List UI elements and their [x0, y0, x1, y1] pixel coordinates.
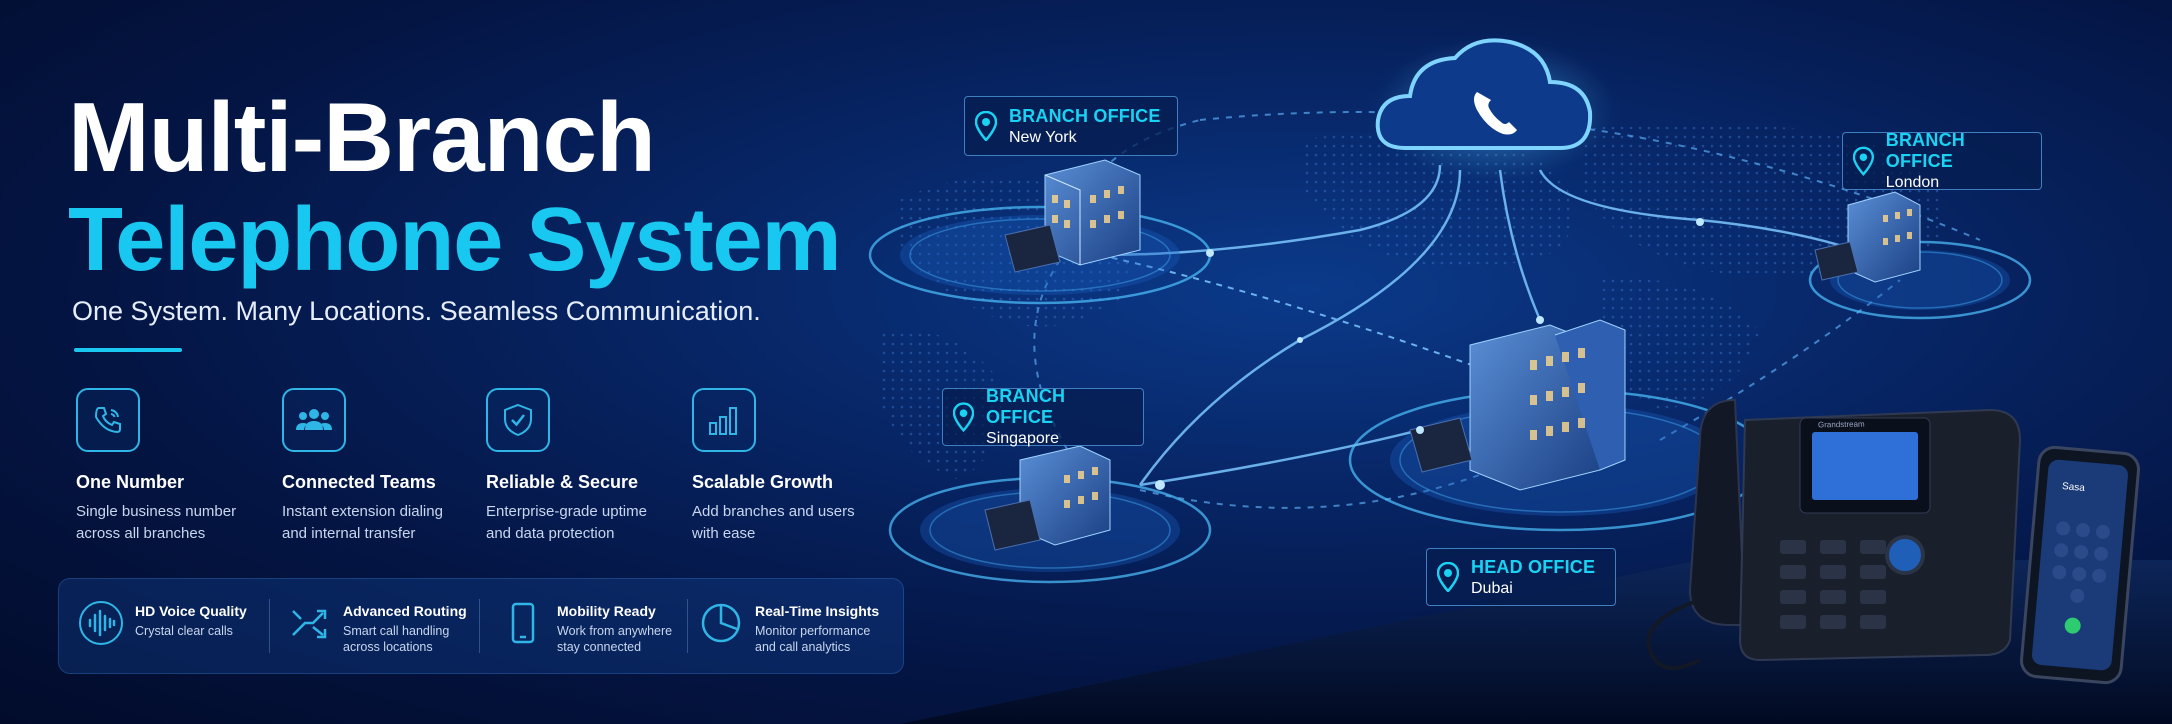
- location-type: HEAD OFFICE: [1471, 556, 1596, 577]
- building-london: [1847, 191, 1921, 283]
- sparkle-points: [1155, 218, 1704, 490]
- desk-phone: [1646, 398, 2022, 670]
- feature-title: Reliable & Secure: [486, 472, 639, 492]
- location-city: London: [1885, 174, 1940, 191]
- divider: [479, 599, 480, 653]
- location-city: Dubai: [1471, 579, 1513, 597]
- team-icon: [282, 388, 346, 452]
- building-dubai: [1469, 319, 1626, 491]
- location-label-new-york: BRANCH OFFICE New York: [964, 96, 1178, 156]
- location-type: BRANCH OFFICE: [1885, 130, 1965, 171]
- mobile-phone: [2020, 445, 2140, 685]
- pie-chart-icon: [701, 603, 741, 643]
- sound-wave-icon: [79, 601, 123, 645]
- map-pin-icon: [1853, 146, 1874, 176]
- capability-description: Crystal clear calls: [135, 624, 233, 638]
- shield-check-icon: [486, 388, 550, 452]
- divider: [687, 599, 688, 653]
- map-pin-icon: [975, 111, 997, 141]
- capability-title: Real-Time Insights: [755, 603, 880, 619]
- phone-call-icon: [76, 388, 140, 452]
- desk-phone-brand: Grandstream: [1817, 419, 1865, 430]
- cloud-phone-icon: [1375, 38, 1615, 180]
- location-label-singapore: BRANCH OFFICE Singapore: [942, 386, 1144, 447]
- hero-title-secondary: Telephone System: [68, 190, 842, 290]
- location-city: New York: [1009, 128, 1077, 146]
- location-label-london: BRANCH OFFICE London: [1842, 130, 2042, 191]
- divider: [269, 599, 270, 653]
- accent-divider: [74, 348, 182, 352]
- capabilities-bar: HD Voice Quality Crystal clear calls Adv…: [58, 578, 904, 674]
- small-desk-phones: [984, 224, 1859, 551]
- location-type: BRANCH OFFICE: [986, 386, 1066, 427]
- bar-chart-icon: [692, 388, 756, 452]
- feature-reliable-secure: Reliable & Secure Enterprise-grade uptim…: [486, 388, 686, 545]
- feature-title: One Number: [76, 472, 185, 492]
- routing-arrows-icon: [292, 609, 327, 639]
- location-city: Singapore: [986, 430, 1059, 447]
- capability-hd-voice: HD Voice Quality Crystal clear calls: [77, 599, 275, 647]
- location-label-dubai: HEAD OFFICE Dubai: [1426, 548, 1616, 606]
- map-pin-icon: [1437, 562, 1459, 592]
- capability-title: Mobility Ready: [557, 603, 656, 619]
- hero-tagline: One System. Many Locations. Seamless Com…: [72, 296, 761, 326]
- mobile-phone-icon: [511, 602, 535, 644]
- mobile-screen-label: Sasa: [2061, 481, 2086, 494]
- capability-title: HD Voice Quality: [135, 603, 247, 619]
- map-pin-icon: [953, 402, 975, 432]
- hero-title-primary: Multi-Branch: [68, 82, 656, 192]
- feature-title: Connected Teams: [282, 472, 436, 492]
- building-new-york: [1044, 159, 1141, 266]
- location-type: BRANCH OFFICE: [1009, 105, 1161, 126]
- feature-connected-teams: Connected Teams Instant extension dialin…: [282, 388, 482, 545]
- feature-title: Scalable Growth: [692, 472, 834, 492]
- capability-title: Advanced Routing: [343, 603, 467, 619]
